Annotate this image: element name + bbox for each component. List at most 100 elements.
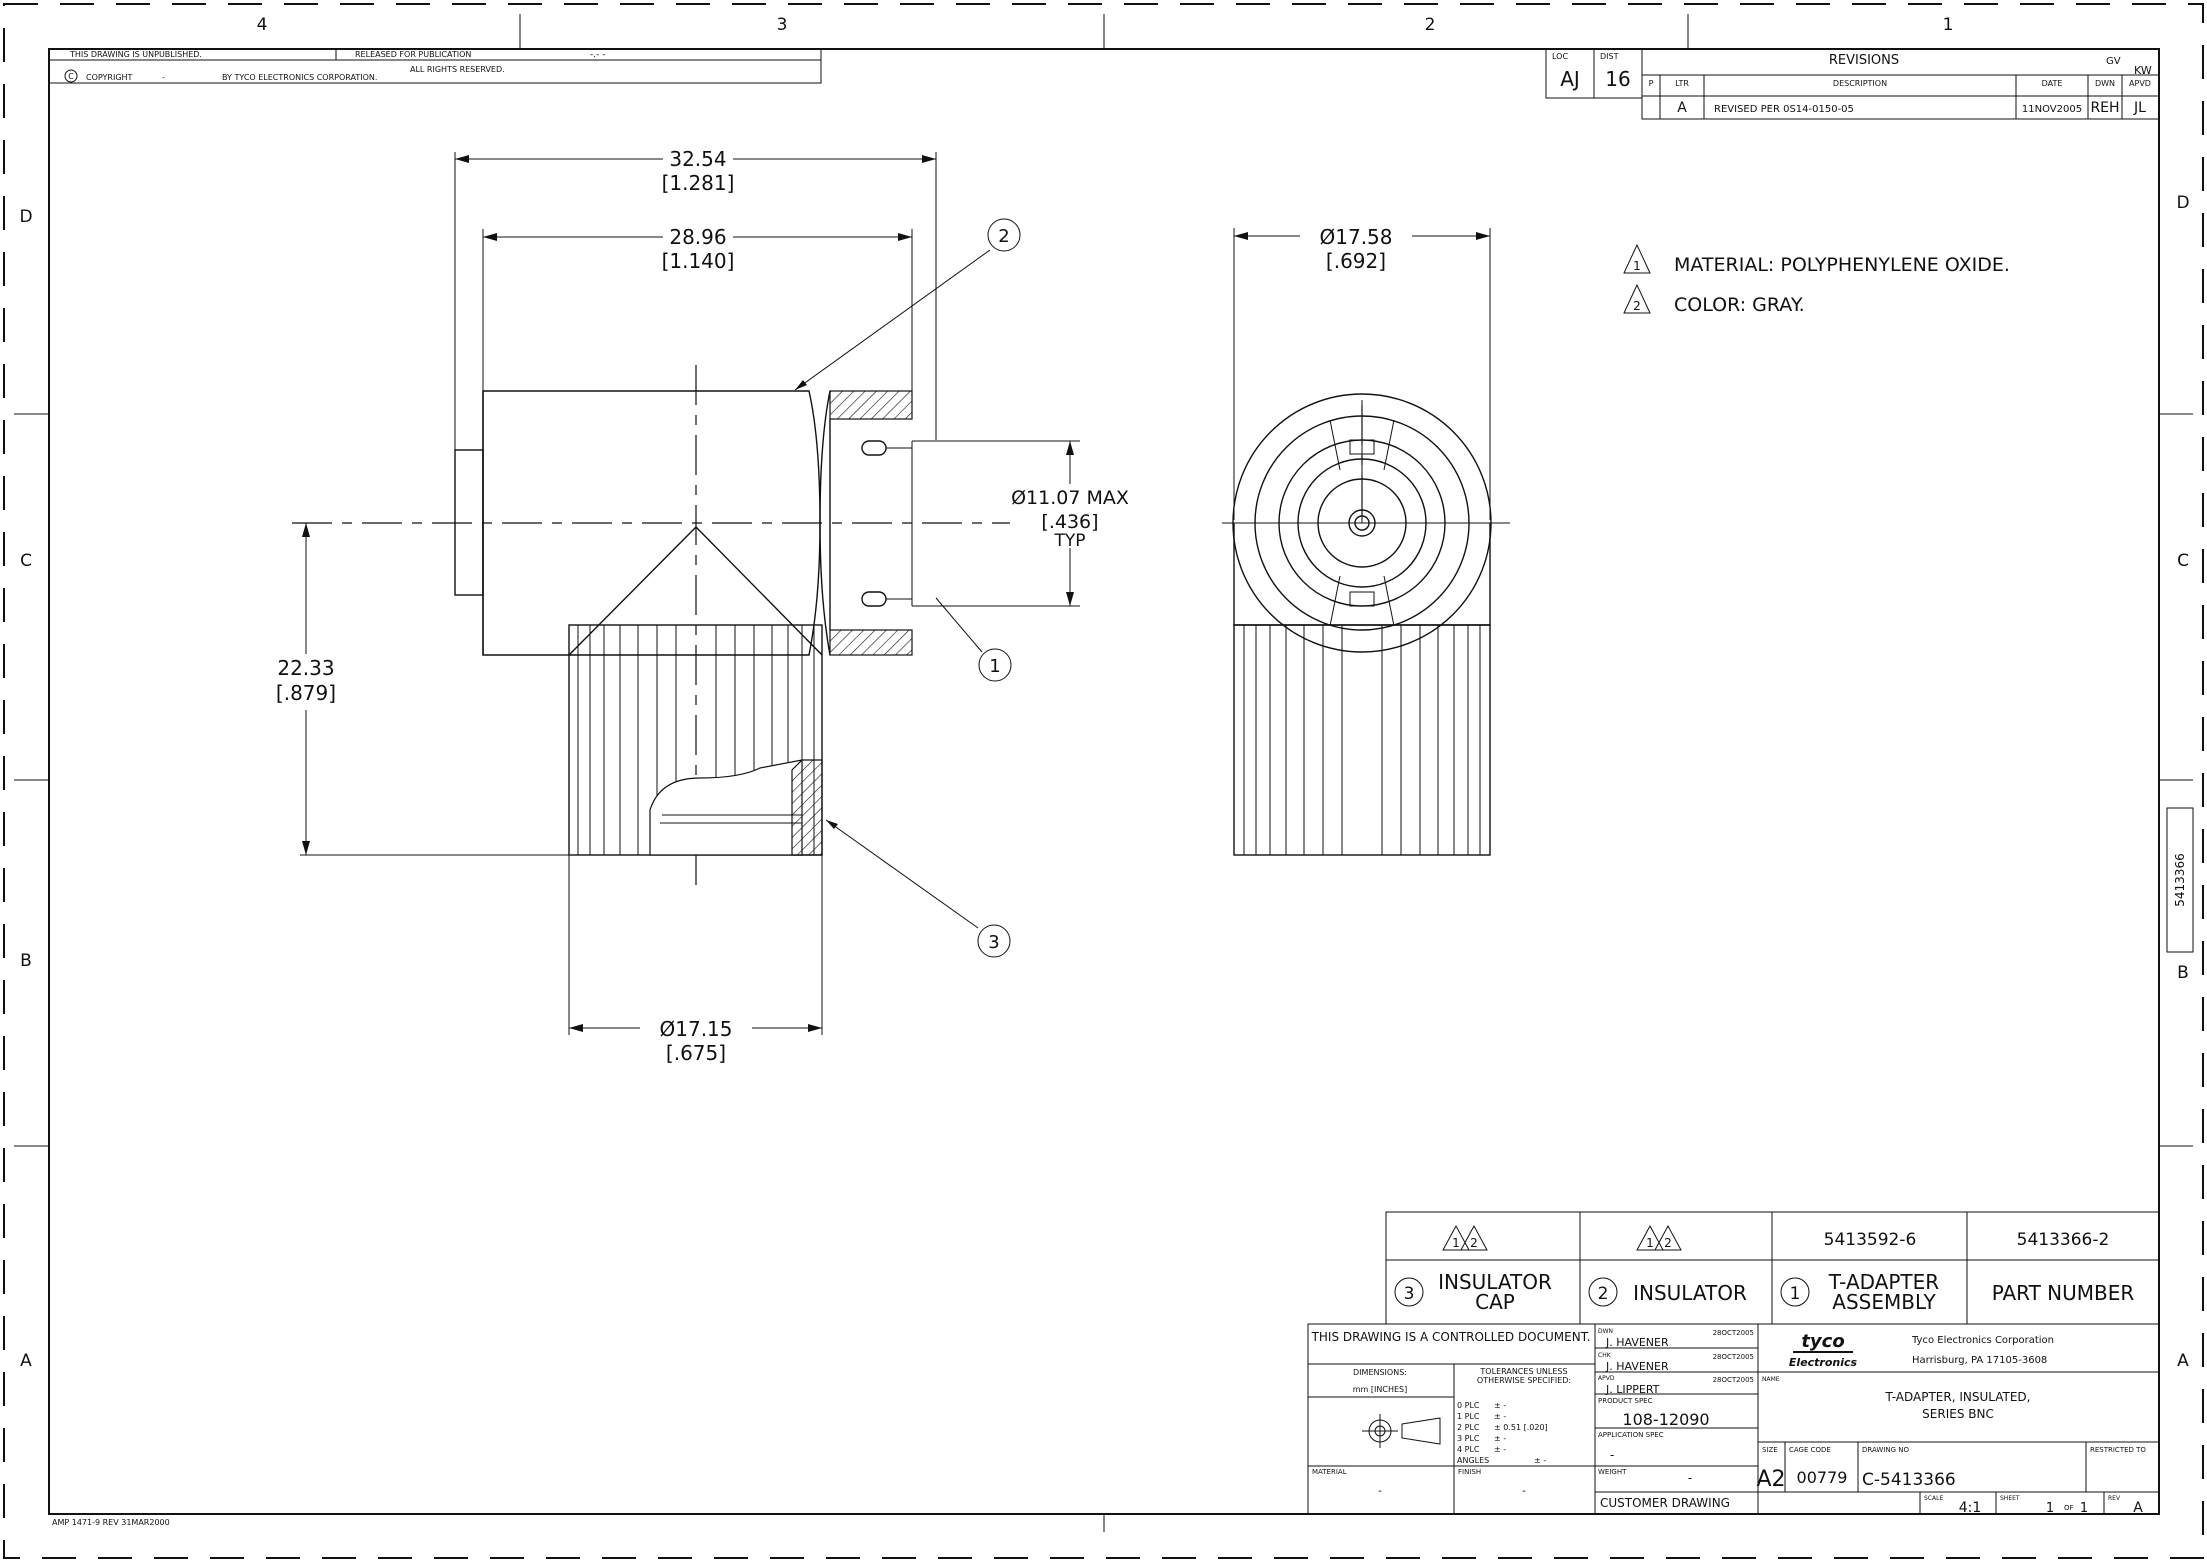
revisions-title: REVISIONS: [1829, 53, 1899, 68]
tadapter-name-2: ASSEMBLY: [1832, 1290, 1936, 1314]
dim-height: 22.33: [277, 656, 334, 680]
svg-text:C: C: [68, 72, 74, 81]
application-spec-label: APPLICATION SPEC: [1598, 1431, 1664, 1439]
dim-body-length: 28.96: [669, 225, 726, 249]
zone-row-c-left: C: [20, 551, 32, 571]
zone-row-c-right: C: [2177, 551, 2189, 571]
company-name: Tyco Electronics Corporation: [1911, 1335, 2054, 1346]
rev-label: REV: [2108, 1495, 2121, 1502]
weight-label: WEIGHT: [1598, 1468, 1627, 1476]
dimensions-label: DIMENSIONS:: [1353, 1368, 1407, 1377]
dist-value: 16: [1605, 67, 1630, 91]
cone-transition: [568, 526, 823, 656]
zone-col-4: 4: [257, 15, 268, 35]
dimensions-side: 32.54 [1.281] 28.96 [1.140] 22.33 [.879]…: [276, 147, 1129, 1065]
tadapter-name: T-ADAPTER: [1828, 1270, 1939, 1294]
dim-cap-diameter: Ø17.15: [660, 1017, 733, 1041]
dim-overall-length: 32.54: [669, 147, 726, 171]
revisions-block: REVISIONS GV KW P LTR DESCRIPTION DATE D…: [1641, 48, 2160, 120]
drawing-no-label: DRAWING NO: [1862, 1446, 1909, 1454]
controlled-document: THIS DRAWING IS A CONTROLLED DOCUMENT.: [1311, 1330, 1591, 1344]
svg-text:1: 1: [1790, 1284, 1801, 1304]
drawing-name-2: SERIES BNC: [1922, 1407, 1994, 1421]
part-number-label: PART NUMBER: [1992, 1281, 2135, 1305]
loc-dist-block: LOC DIST AJ 16: [1545, 48, 1643, 99]
tolerance-header-2: OTHERWISE SPECIFIED:: [1477, 1376, 1571, 1385]
revisions-kw: KW: [2134, 64, 2152, 77]
svg-text:3 PLC: 3 PLC: [1457, 1434, 1480, 1443]
zone-col-2: 2: [1425, 15, 1436, 35]
dist-label: DIST: [1600, 52, 1619, 61]
rev-header-ltr: LTR: [1675, 79, 1689, 88]
hatched-wall-top: [829, 390, 913, 420]
dim-end-diameter-in: [.692]: [1326, 249, 1386, 273]
cap-name: INSULATOR: [1438, 1270, 1552, 1294]
svg-text:2 PLC: 2 PLC: [1457, 1423, 1480, 1432]
balloon-3: [977, 924, 1011, 958]
loc-label: LOC: [1552, 52, 1568, 61]
product-spec-label: PRODUCT SPEC: [1598, 1397, 1653, 1405]
drawing-name: T-ADAPTER, INSULATED,: [1885, 1390, 2031, 1404]
side-number-box: [2166, 807, 2194, 953]
company-address: Harrisburg, PA 17105-3608: [1912, 1355, 2047, 1366]
note-material: MATERIAL: POLYPHENYLENE OXIDE.: [1674, 254, 2010, 276]
loc-value: AJ: [1560, 67, 1580, 91]
apvd-date: 28OCT2005: [1713, 1376, 1754, 1384]
application-spec-value: -: [1610, 1448, 1614, 1462]
end-knurled-cap: [1233, 624, 1491, 856]
units-text: mm [INCHES]: [1353, 1385, 1407, 1394]
svg-text:1: 1: [989, 656, 1000, 677]
title-block: THIS DRAWING IS A CONTROLLED DOCUMENT. D…: [1307, 1323, 2160, 1516]
svg-text:3: 3: [1404, 1284, 1415, 1304]
dwn-name: J. HAVENER: [1605, 1336, 1669, 1349]
chk-date: 28OCT2005: [1713, 1353, 1754, 1361]
scale-value: 4:1: [1959, 1500, 1982, 1516]
dim-overall-length-in: [1.281]: [662, 171, 735, 195]
name-label: NAME: [1762, 1376, 1780, 1383]
rev-value: A: [2133, 1500, 2143, 1516]
weight-value: -: [1688, 1471, 1692, 1485]
tadapter-item-balloon: [1780, 1277, 1810, 1307]
svg-text:± -: ± -: [1534, 1456, 1546, 1465]
zone-col-1: 1: [1943, 15, 1954, 35]
cutaway-section: [649, 759, 803, 856]
third-angle-projection-icon: [1362, 1414, 1441, 1448]
zone-row-a-right: A: [2177, 1351, 2189, 1371]
publication-notice: THIS DRAWING IS UNPUBLISHED. RELEASED FO…: [48, 48, 822, 84]
dim-body-length-in: [1.140]: [662, 249, 735, 273]
release-date: -.- -: [590, 50, 605, 60]
note-flag-2: [1623, 283, 1651, 314]
svg-text:2: 2: [1598, 1284, 1609, 1304]
note-flag-1: [1623, 243, 1651, 274]
svg-text:2: 2: [1633, 299, 1641, 313]
size-label: SIZE: [1762, 1446, 1778, 1454]
finish-value: -: [1522, 1484, 1526, 1497]
rights-text: ALL RIGHTS RESERVED.: [410, 65, 505, 74]
dim-bore-typ: TYP: [1053, 531, 1085, 551]
cap-flag-2: 2: [1470, 1236, 1478, 1250]
chk-name: J. HAVENER: [1605, 1360, 1669, 1373]
form-id: AMP 1471-9 REV 31MAR2000: [52, 1518, 170, 1527]
size-value: A2: [1756, 1467, 1785, 1492]
copyright-company: BY TYCO ELECTRONICS CORPORATION.: [222, 73, 377, 82]
electronics-logo: Electronics: [1789, 1356, 1858, 1369]
svg-text:± 0.51 [.020]: ± 0.51 [.020]: [1494, 1423, 1548, 1432]
zone-col-3: 3: [777, 15, 788, 35]
dim-bore-in: [.436]: [1041, 511, 1098, 533]
rev-header-dwn: DWN: [2095, 79, 2115, 88]
zone-row-d-right: D: [2176, 193, 2189, 213]
insulator-flag-2: 2: [1664, 1236, 1672, 1250]
copyright-text: COPYRIGHT: [86, 73, 133, 82]
revisions-gv: GV: [2106, 56, 2121, 67]
tadapter-part-number: 5413592-6: [1824, 1230, 1917, 1250]
sheet-value: 1: [2046, 1501, 2054, 1516]
svg-text:1 PLC: 1 PLC: [1457, 1412, 1480, 1421]
finish-label: FINISH: [1458, 1468, 1481, 1476]
apvd-label: APVD: [1598, 1375, 1615, 1382]
svg-text:± -: ± -: [1494, 1445, 1506, 1454]
restricted-label: RESTRICTED TO: [2090, 1446, 2146, 1454]
note-color: COLOR: GRAY.: [1674, 294, 1805, 316]
notes: 1 MATERIAL: POLYPHENYLENE OXIDE. 2 COLOR…: [1623, 243, 2010, 316]
material-value: -: [1378, 1484, 1382, 1497]
